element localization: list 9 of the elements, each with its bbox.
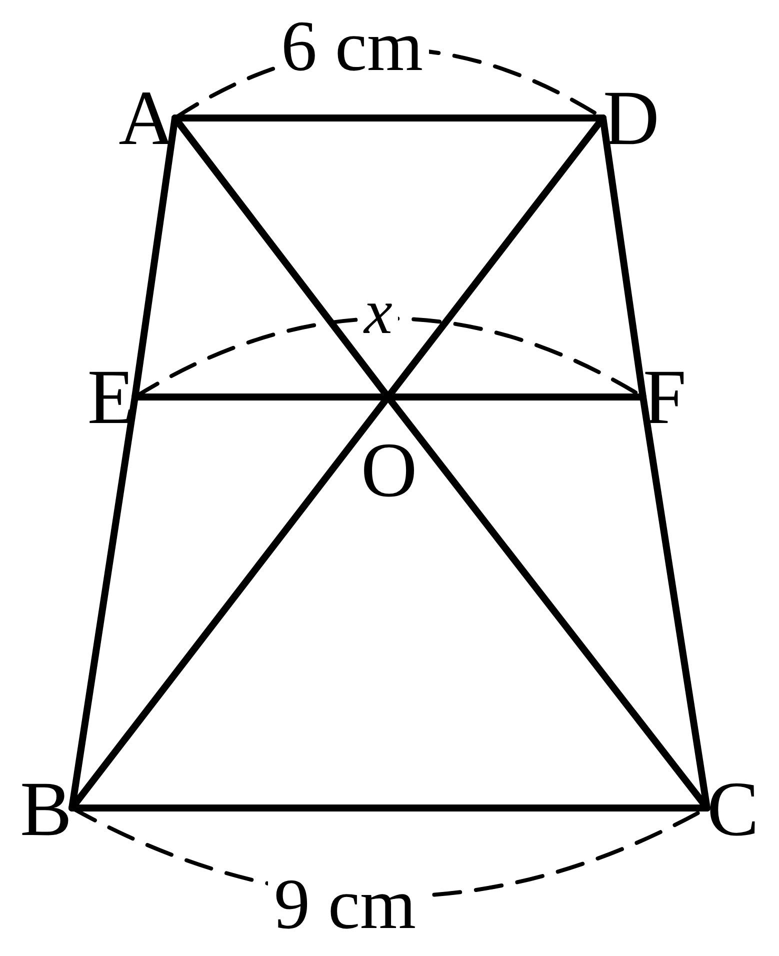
line-segment (172, 114, 606, 122)
line-segment (68, 804, 710, 812)
vertex-label: E (55, 358, 135, 436)
vertex-label: C (707, 770, 779, 848)
vertex-label: A (95, 80, 175, 156)
vertex-label: D (603, 80, 688, 156)
vertex-label: F (643, 358, 718, 436)
vertex-label: O (360, 397, 418, 509)
vertex-label: B (0, 770, 72, 848)
